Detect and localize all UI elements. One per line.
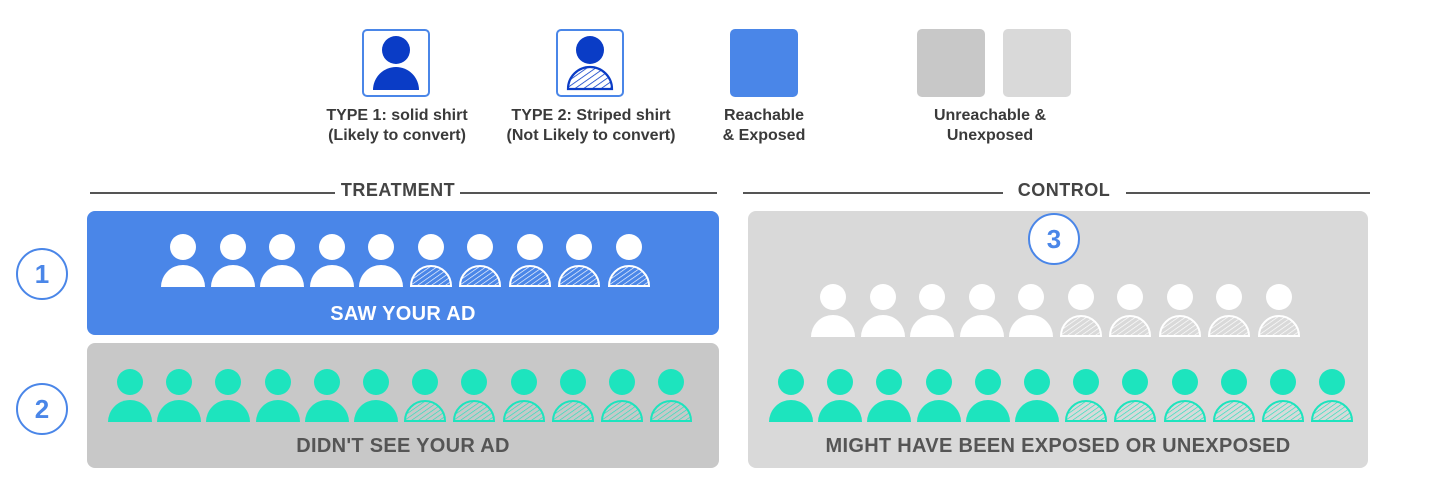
person-solid-icon [910, 284, 954, 337]
person-solid-icon [210, 234, 255, 287]
person-striped-icon [1163, 369, 1206, 422]
people-row-control-exposed [810, 283, 1302, 339]
panel-control: 3 MIGHT HAVE BEEN EXPOSED OR UNEXPOSED [748, 211, 1368, 468]
people-row-saw-ad [160, 233, 652, 289]
treatment-divider-left [90, 192, 335, 194]
legend-unreachable-line1: Unreachable & [933, 107, 1047, 124]
legend-unreachable-swatch-dark [917, 29, 985, 97]
legend-type2-swatch [556, 29, 624, 97]
person-solid-icon [769, 369, 813, 422]
person-solid-icon [1014, 369, 1059, 422]
person-solid-icon [916, 369, 961, 422]
person-solid-icon [353, 369, 398, 422]
person-striped-icon [557, 234, 601, 287]
legend-unreachable-line2: Unexposed [946, 127, 1034, 144]
person-striped-icon [1108, 284, 1152, 337]
person-striped-icon [508, 234, 551, 287]
person-striped-icon [458, 234, 502, 287]
caption-didnt-see-ad: DIDN'T SEE YOUR AD [296, 435, 510, 457]
person-solid-icon [811, 284, 855, 337]
person-striped-icon [607, 234, 650, 287]
person-solid-icon [304, 369, 349, 422]
person-striped-icon [1212, 369, 1255, 422]
person-solid-icon [255, 369, 300, 422]
person-striped-icon [404, 369, 447, 422]
person-solid-icon [860, 284, 905, 337]
legend-type1-swatch [362, 29, 430, 97]
treatment-title: TREATMENT [340, 180, 456, 200]
person-striped-icon [600, 369, 643, 422]
person-striped-icon [1059, 284, 1102, 337]
person-striped-icon [1065, 369, 1108, 422]
caption-control: MIGHT HAVE BEEN EXPOSED OR UNEXPOSED [825, 435, 1291, 457]
person-striped-icon [650, 369, 693, 422]
person-solid-icon [260, 234, 304, 287]
legend-reachable-line1: Reachable [723, 107, 805, 124]
person-solid-icon [1009, 284, 1053, 337]
legend-type1-line2: (Likely to convert) [328, 127, 466, 144]
people-row-control-unexposed [768, 368, 1355, 424]
person-striped-icon [1257, 284, 1300, 337]
panel-saw-ad: SAW YOUR AD [87, 211, 719, 335]
legend-unreachable-label: Unreachable & Unexposed [875, 106, 1105, 146]
person-solid-icon [359, 234, 403, 287]
person-striped-icon [1114, 369, 1157, 422]
person-striped-icon [409, 234, 452, 287]
legend-type1-label: TYPE 1: solid shirt (Likely to convert) [282, 106, 512, 146]
person-solid-icon [157, 369, 202, 422]
legend-type1-line1: TYPE 1: solid shirt [326, 107, 468, 124]
badge-2: 2 [16, 383, 68, 435]
legend-reachable-label: Reachable & Exposed [649, 106, 879, 146]
control-divider-left [743, 192, 1003, 194]
legend-type2-line1: TYPE 2: Striped shirt [511, 107, 671, 124]
person-solid-icon [108, 369, 152, 422]
legend-reachable-line2: & Exposed [722, 127, 806, 144]
people-row-didnt-see-ad [107, 368, 694, 424]
legend-type2-line2: (Not Likely to convert) [506, 127, 676, 144]
person-solid-icon [959, 284, 1004, 337]
badge-3: 3 [1028, 213, 1080, 265]
person-striped-icon [1261, 369, 1304, 422]
person-solid-icon [373, 36, 419, 90]
person-striped-icon [1311, 369, 1354, 422]
person-striped-icon [502, 369, 545, 422]
legend-unreachable-swatch-light [1003, 29, 1071, 97]
person-striped-icon [1207, 284, 1251, 337]
person-solid-icon [161, 234, 205, 287]
person-striped-icon [453, 369, 496, 422]
person-striped-icon [551, 369, 594, 422]
person-solid-icon [867, 369, 912, 422]
person-solid-icon [309, 234, 354, 287]
person-solid-icon [206, 369, 251, 422]
control-title: CONTROL [1017, 180, 1111, 200]
legend-reachable-swatch [730, 29, 798, 97]
caption-saw-ad: SAW YOUR AD [330, 303, 476, 325]
panel-didnt-see-ad: DIDN'T SEE YOUR AD [87, 343, 719, 468]
person-striped-icon [1158, 284, 1201, 337]
person-solid-icon [965, 369, 1010, 422]
badge-1: 1 [16, 248, 68, 300]
legend-type2-label: TYPE 2: Striped shirt (Not Likely to con… [476, 106, 706, 146]
treatment-divider-right [460, 192, 717, 194]
person-solid-icon [818, 369, 863, 422]
control-divider-right [1126, 192, 1370, 194]
person-striped-icon [566, 36, 614, 91]
